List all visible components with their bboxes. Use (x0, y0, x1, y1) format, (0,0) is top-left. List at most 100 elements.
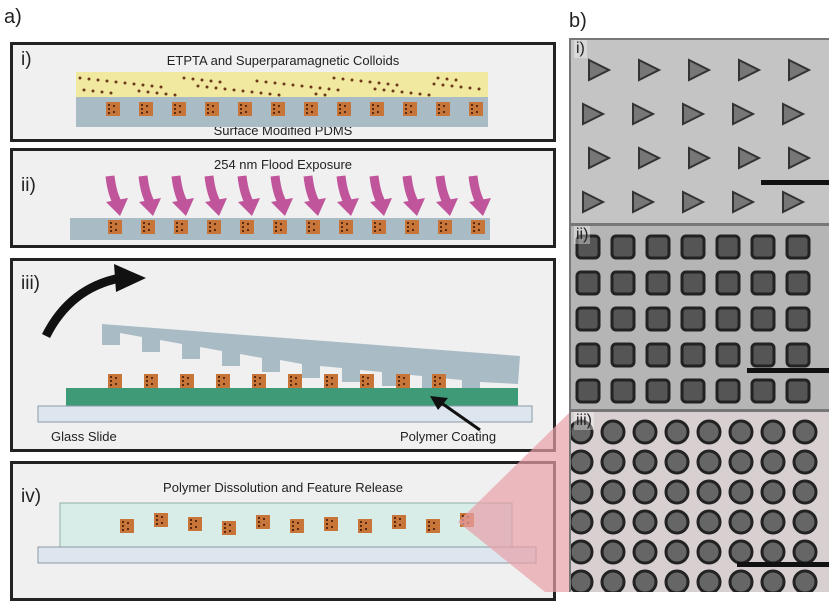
square-feature (645, 342, 671, 368)
square-feature (680, 342, 706, 368)
disc-feature (632, 509, 658, 535)
square-feature (610, 306, 636, 332)
disc-feature (696, 419, 722, 445)
square-feature (715, 270, 741, 296)
disc-feature (600, 419, 626, 445)
disc-feature (792, 539, 818, 565)
disc-feature (600, 509, 626, 535)
colloid-feature (460, 513, 474, 527)
colloid-feature (403, 102, 417, 116)
polymer-coating (66, 388, 518, 408)
triangle-feature (732, 190, 756, 214)
panel-iii-illustration (37, 264, 533, 432)
colloid-dots (78, 76, 481, 97)
colloid-feature (141, 220, 155, 234)
panel-i-illustration (76, 72, 488, 127)
disc-feature (571, 509, 594, 535)
uv-arrow (204, 175, 227, 216)
panel-ii-numeral: ii) (21, 175, 36, 196)
disc-feature (632, 449, 658, 475)
colloid-feature (108, 220, 122, 234)
colloid-feature (324, 374, 338, 388)
glass-slide (37, 546, 537, 564)
triangle-feature (588, 58, 612, 82)
triangle-feature (738, 58, 762, 82)
colloid-feature (436, 102, 450, 116)
triangle-feature (738, 146, 762, 170)
disc-feature (760, 569, 786, 592)
uv-arrow (270, 175, 293, 216)
square-feature (610, 378, 636, 404)
triangle-feature (732, 102, 756, 126)
square-feature (680, 270, 706, 296)
colloid-feature (432, 374, 446, 388)
disc-feature (760, 479, 786, 505)
colloid-feature (172, 102, 186, 116)
colloid-feature (174, 220, 188, 234)
colloid-feature (120, 519, 134, 533)
disc-feature (600, 539, 626, 565)
disc-feature (632, 539, 658, 565)
colloid-feature (108, 374, 122, 388)
schematic-panel-iii: iii) Glass Slide Polymer Coating (10, 258, 556, 452)
square-feature (750, 306, 776, 332)
panel-label-a: a) (4, 6, 22, 28)
release-fluid (59, 502, 513, 548)
colloid-feature (306, 220, 320, 234)
disc-feature (664, 569, 690, 592)
released-features (120, 513, 474, 535)
colloid-feature (252, 374, 266, 388)
disc-feature (728, 509, 754, 535)
colloid-feature (180, 374, 194, 388)
colloid-feature (337, 102, 351, 116)
colloid-feature (144, 374, 158, 388)
schematic-panel-ii: ii) 254 nm Flood Exposure (10, 148, 556, 248)
disc-feature (728, 539, 754, 565)
colloid-feature (139, 102, 153, 116)
panel-iv-title: Polymer Dissolution and Feature Release (163, 480, 403, 495)
triangle-feature (788, 58, 812, 82)
triangle-feature (582, 102, 606, 126)
disc-feature (600, 569, 626, 592)
square-feature (575, 378, 601, 404)
micrograph-ii: ii) (571, 226, 829, 409)
disc-feature (696, 479, 722, 505)
disc-feature (792, 449, 818, 475)
panel-ii-title: 254 nm Flood Exposure (213, 157, 353, 172)
colloid-feature (339, 220, 353, 234)
triangle-feature (638, 58, 662, 82)
disc-feature (728, 479, 754, 505)
disc-feature (728, 419, 754, 445)
colloid-feature (372, 220, 386, 234)
disc-feature (760, 509, 786, 535)
square-feature (610, 342, 636, 368)
micrograph-i-numeral: i) (574, 40, 587, 58)
square-feature (715, 378, 741, 404)
disc-feature (664, 539, 690, 565)
square-feature (680, 306, 706, 332)
square-feature (750, 342, 776, 368)
panel-iii-numeral: iii) (21, 273, 40, 294)
colloid-feature (106, 102, 120, 116)
triangle-feature (688, 58, 712, 82)
colloid-feature (256, 515, 270, 529)
disc-feature (792, 569, 818, 592)
square-feature (575, 342, 601, 368)
triangle-feature (582, 190, 606, 214)
disc-feature (728, 449, 754, 475)
panel-ii-illustration (70, 175, 491, 240)
scale-bar (737, 562, 829, 567)
disc-feature (664, 509, 690, 535)
colloid-feature (238, 102, 252, 116)
panel-iv-numeral: iv) (21, 486, 42, 507)
colloid-feature (207, 220, 221, 234)
square-feature (715, 306, 741, 332)
panel-iii-glass-label: Glass Slide (51, 429, 117, 444)
disc-feature (760, 539, 786, 565)
colloid-feature (304, 102, 318, 116)
micrograph-ii-numeral: ii) (574, 226, 591, 244)
square-feature (785, 306, 811, 332)
triangle-feature (782, 102, 806, 126)
disc-feature (664, 419, 690, 445)
disc-feature (571, 539, 594, 565)
